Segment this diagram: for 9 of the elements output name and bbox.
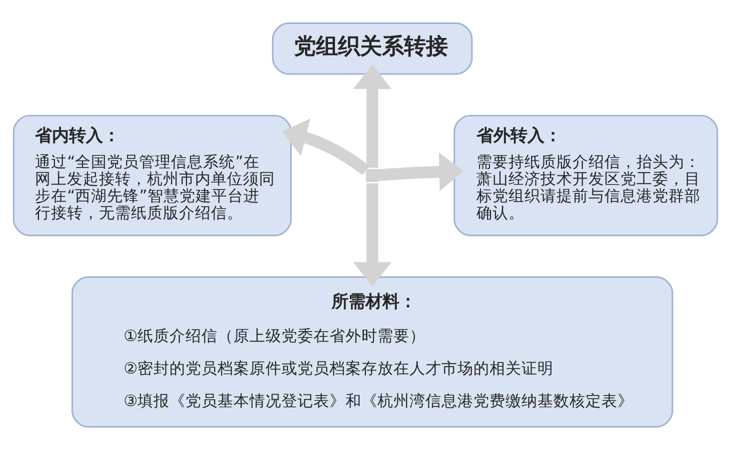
arrow <box>378 152 464 190</box>
node-box: 省内转入： 通过“全国党员管理信息系统”在网上发起接转，杭州市内单位须同步在“西湖先锋”智慧党建平台进行接转，无需纸质版介绍信。 <box>12 114 292 236</box>
arrow <box>282 118 370 175</box>
node-box: 省外转入： 需要持纸质版介绍信，抬头为：萧山经济技术开发区党工委，目标党组织请提前与信息港党群部确认。 <box>454 114 718 236</box>
node-cross <box>366 168 379 182</box>
node-box: 所需材料： ①纸质介绍信（原上级党委在省外时需要） ②密封的党员档案原件或党员档案存放在人才市场的相关证明 ③填报《党员基本情况登记表》和《杭州湾信息港党费缴纳基数核定表》 <box>71 276 674 428</box>
arrow <box>353 182 392 286</box>
arrow <box>353 64 392 168</box>
node-box: 党组织关系转接 <box>272 22 473 74</box>
